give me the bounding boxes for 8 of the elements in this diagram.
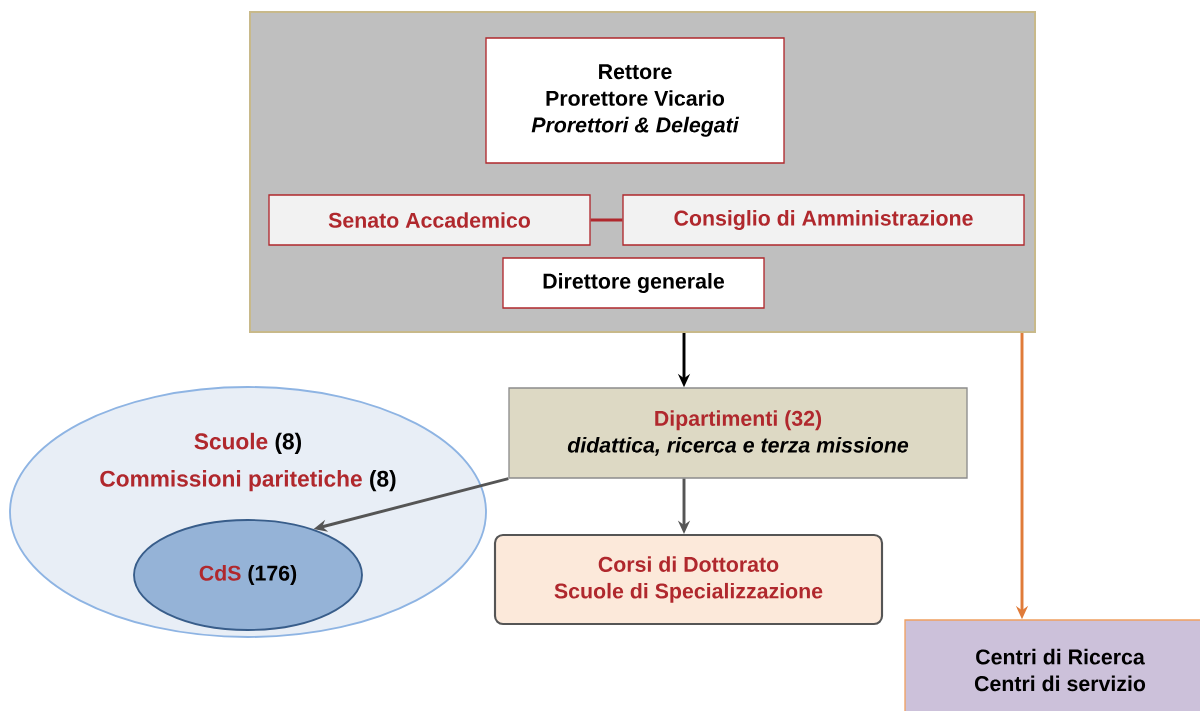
connector-line (590, 218, 623, 222)
department-box: Dipartimenti (32) didattica, ricerca e terza missione (508, 387, 968, 479)
course-box: Corsi di Dottorato Scuole di Specializzazione (493, 533, 884, 626)
center-box: Centri di Ricerca Centri di servizio (904, 619, 1200, 711)
office-box: Consiglio di Amministrazione (622, 194, 1025, 246)
office-box: Senato Accademico (268, 194, 591, 246)
office-box: Rettore Prorettore Vicario Prorettori & Delegati (485, 37, 785, 164)
office-box: Direttore generale (502, 257, 765, 309)
